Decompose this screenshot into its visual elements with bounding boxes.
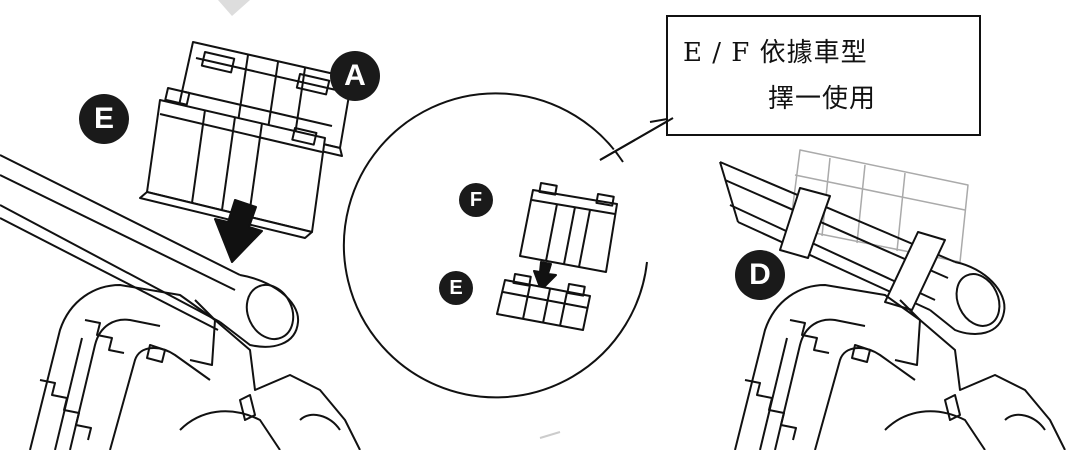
left-panel (0, 41, 361, 450)
label-a-badge: A (330, 51, 380, 101)
strap-left (779, 187, 831, 259)
label-e-center-badge: E (439, 271, 473, 305)
label-e-left-badge: E (79, 94, 129, 144)
rack-foot (29, 284, 361, 450)
small-down-arrow-icon (533, 261, 557, 291)
callout-line-1: E / F 依據車型 (683, 38, 868, 68)
callout-line-2: 擇一使用 (768, 84, 877, 114)
scan-mark (218, 0, 250, 16)
right-roof-rail (719, 161, 1006, 335)
callout-box (666, 15, 981, 136)
label-d-badge: D (735, 250, 785, 300)
part-f (519, 182, 618, 273)
scan-mark-bottom (539, 431, 561, 439)
detail-circle (342, 92, 674, 399)
right-panel (719, 149, 1066, 450)
label-f-badge: F (459, 183, 493, 217)
roof-rail (0, 154, 300, 348)
part-e-center (496, 273, 591, 331)
part-e-left (139, 87, 326, 239)
right-rack-foot (734, 284, 1066, 450)
down-arrow-icon (214, 199, 263, 263)
strap-right (884, 231, 946, 311)
